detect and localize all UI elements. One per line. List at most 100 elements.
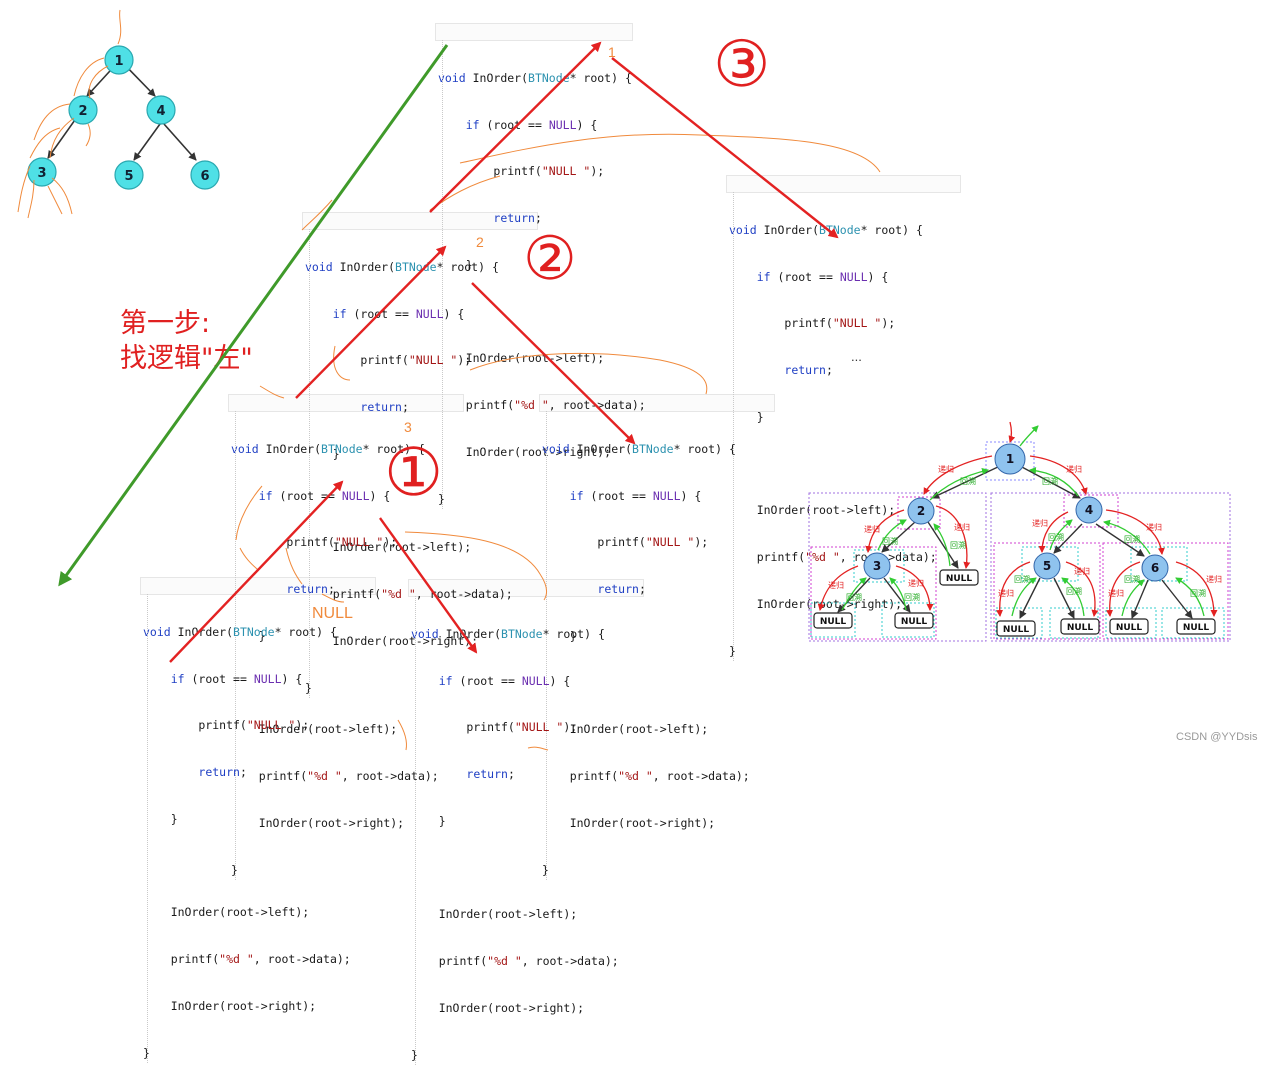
svg-text:递归: 递归: [1074, 566, 1090, 576]
code-line: }: [143, 811, 178, 826]
code-line: InOrder(root->right);: [143, 999, 317, 1014]
null-label: NULL: [946, 574, 973, 584]
tree-node: [994, 443, 1026, 475]
tree-edge: [163, 123, 197, 161]
right-tree: 递归 回溯 递归 回溯 递归 回溯 递归 回溯 递归 回溯 递归 回溯 递归 回…: [808, 421, 1231, 642]
tree-edge: [133, 123, 161, 161]
subtree-box: [990, 492, 1231, 642]
node-box: [853, 549, 905, 583]
subtree-box: [993, 542, 1101, 640]
tree-node-label: 2: [78, 104, 87, 119]
tree-node: [907, 497, 935, 525]
green-direction-arrow: [58, 44, 449, 587]
step-number-2: 2: [476, 234, 484, 250]
code-line: }: [411, 813, 446, 828]
null-label: NULL: [1116, 623, 1143, 633]
red-arrow: [295, 245, 447, 399]
red-arrow: [611, 57, 839, 239]
code-line: printf("NULL ");: [729, 316, 896, 331]
code-line: if (root == NULL) {: [170, 671, 303, 686]
null-box: [810, 602, 856, 638]
svg-text:回溯: 回溯: [1190, 588, 1206, 598]
code-line: void InOrder(BTNode* root) {: [305, 259, 499, 274]
node-box: [897, 496, 941, 530]
null-box: [1105, 607, 1157, 639]
diagram-overlay: 1 2 4 3 5 6: [17, 9, 1231, 751]
null-box: [1049, 607, 1099, 639]
code-line: }: [438, 257, 473, 272]
tree-node: [190, 160, 220, 190]
node-box: [1021, 546, 1079, 582]
step-number-3: 3: [404, 419, 412, 435]
null-box: [881, 602, 935, 638]
code-line: }: [411, 1047, 418, 1062]
code-line: printf("%d ", root->data);: [305, 587, 513, 602]
tree-node-label: 6: [1151, 561, 1159, 575]
code-line: if (root == NULL) {: [438, 673, 571, 688]
code-line: [143, 859, 351, 875]
svg-text:递归: 递归: [938, 464, 954, 474]
svg-text:回溯: 回溯: [846, 592, 862, 602]
ellipsis: ...: [851, 349, 862, 364]
node-box: [1063, 494, 1119, 528]
code-line: return;: [198, 765, 247, 780]
code-line: }: [729, 409, 764, 424]
code-line: InOrder(root->right);: [411, 1001, 585, 1016]
code-line: }: [231, 628, 266, 643]
tree-node-label: 4: [156, 104, 165, 119]
code-line: return;: [493, 211, 542, 226]
code-line: printf("%d ", root->data);: [411, 954, 619, 969]
code-line: printf("NULL ");: [438, 164, 605, 179]
code-line: InOrder(root->right);: [305, 634, 479, 649]
code-line: printf("NULL ");: [305, 353, 472, 368]
svg-text:递归: 递归: [998, 588, 1014, 598]
tree-node-label: 3: [873, 559, 881, 573]
svg-text:回溯: 回溯: [1042, 476, 1058, 486]
svg-text:递归: 递归: [1066, 464, 1082, 474]
svg-text:回溯: 回溯: [960, 476, 976, 486]
null-label: NULL: [1003, 625, 1030, 635]
code-line: if (root == NULL) {: [756, 269, 889, 284]
svg-text:递归: 递归: [828, 580, 844, 590]
svg-text:回溯: 回溯: [1048, 532, 1064, 542]
svg-text:回溯: 回溯: [904, 592, 920, 602]
code-line: InOrder(root->left);: [143, 905, 310, 920]
code-line: InOrder(root->right);: [729, 597, 903, 612]
step-one-title: 第一步:: [120, 308, 211, 339]
tree-node: [1141, 554, 1169, 582]
svg-text:递归: 递归: [908, 578, 924, 588]
code-line: return;: [597, 582, 646, 597]
null-label: NULL: [1183, 623, 1210, 633]
code-line: printf("%d ", root->data);: [438, 398, 646, 413]
code-line: void InOrder(BTNode* root) {: [143, 624, 337, 639]
node-box: [1130, 546, 1188, 582]
tree-node-label: 5: [1043, 559, 1051, 573]
code-line: printf("NULL ");: [411, 720, 578, 735]
code-line: InOrder(root->right);: [438, 445, 612, 460]
tree-node-label: 6: [200, 169, 209, 184]
null-box: [995, 607, 1043, 639]
code-line: return;: [466, 767, 515, 782]
code-line: printf("NULL ");: [231, 535, 398, 550]
code-line: }: [305, 446, 340, 461]
tree-node: [1075, 496, 1103, 524]
code-line: }: [305, 680, 312, 695]
circled-step-1: ①: [384, 434, 444, 511]
code-line: printf("%d ", root->data);: [143, 952, 351, 967]
svg-text:递归: 递归: [1206, 574, 1222, 584]
step-number-1: 1: [608, 44, 616, 60]
svg-text:递归: 递归: [864, 524, 880, 534]
red-arrow: [379, 517, 478, 654]
tree-node-label: 2: [917, 504, 925, 518]
svg-text:回溯: 回溯: [1124, 574, 1140, 584]
code-line: printf("NULL ");: [143, 718, 310, 733]
tree-node: [1033, 552, 1061, 580]
tree-node: [146, 95, 176, 125]
tree-node-label: 3: [37, 166, 46, 181]
code-line: }: [729, 643, 736, 658]
code-line: InOrder(root->left);: [542, 722, 709, 737]
code-line: void InOrder(BTNode* root) {: [231, 441, 425, 456]
code-line: void InOrder(BTNode* root) {: [542, 441, 736, 456]
subtree-box: [1102, 542, 1229, 640]
tree-node: [863, 552, 891, 580]
